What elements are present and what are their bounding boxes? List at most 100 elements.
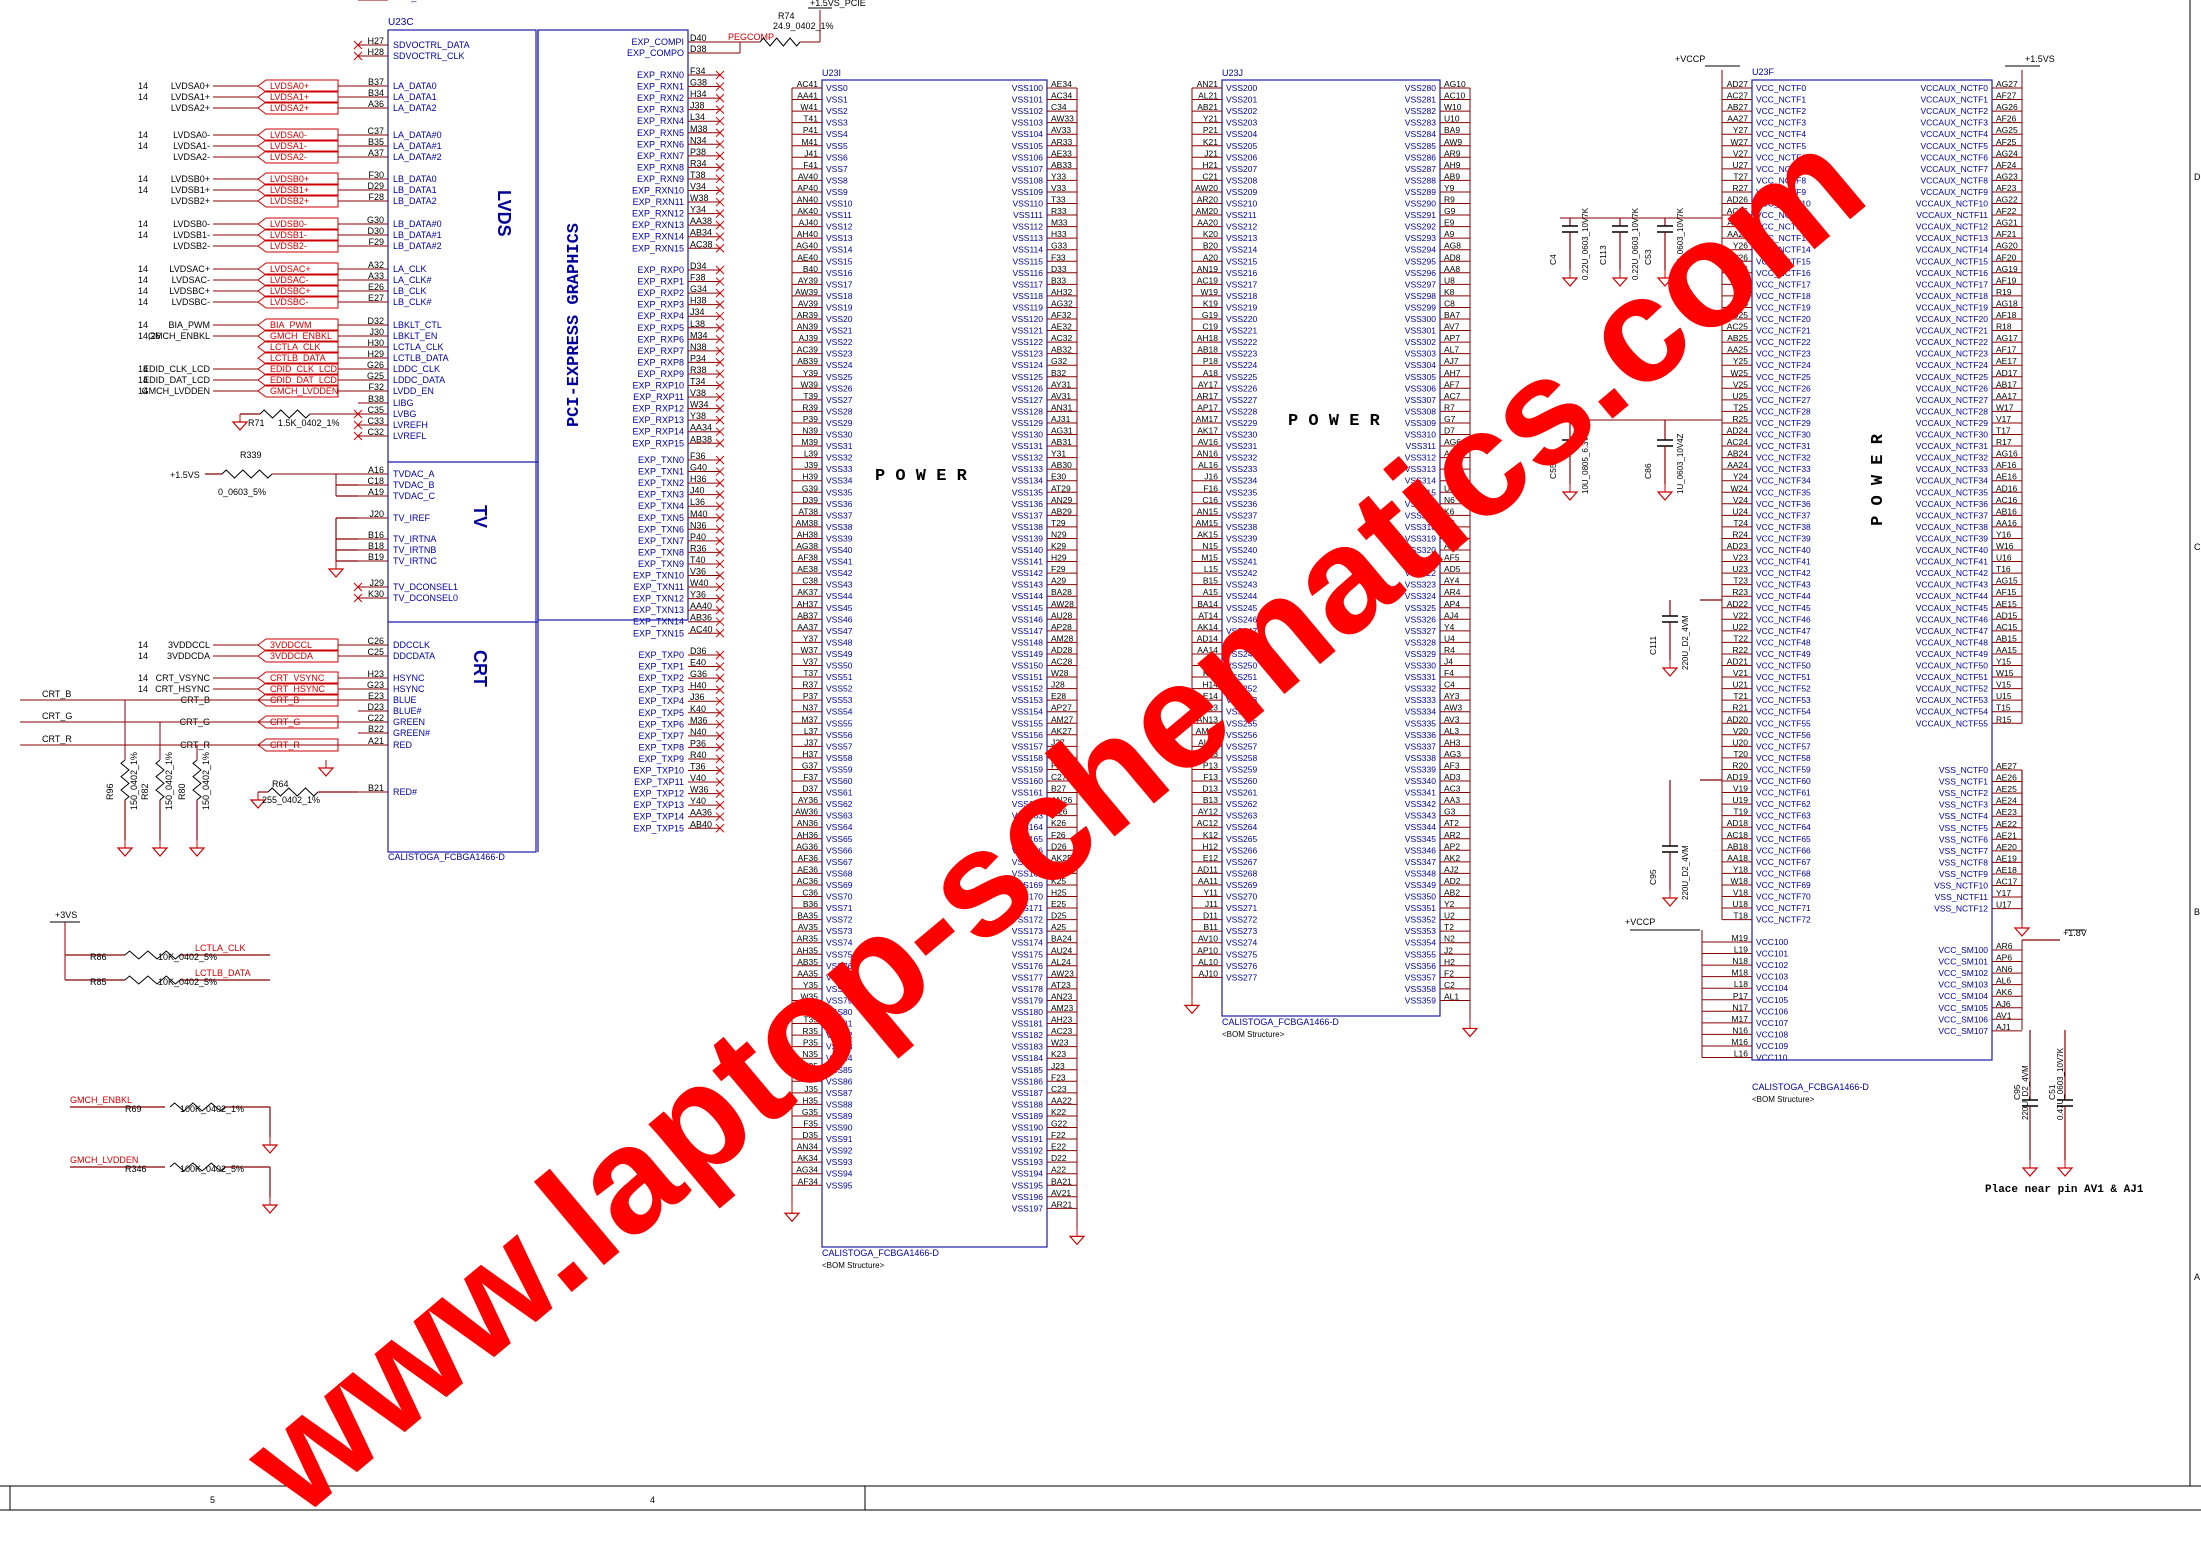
pin-number: AJ4 bbox=[1444, 610, 1459, 620]
pin-number: K20 bbox=[1203, 229, 1218, 239]
pin-number: AE16 bbox=[1996, 472, 2017, 482]
pin-number: AD2 bbox=[1444, 876, 1461, 886]
nc-mark bbox=[715, 427, 725, 437]
pin-number: AN40 bbox=[797, 195, 819, 205]
pin-name: VCC108 bbox=[1756, 1029, 1788, 1039]
pin-number: AN26 bbox=[1051, 795, 1073, 805]
pin-number: U18 bbox=[1732, 899, 1748, 909]
pin-number: B19 bbox=[368, 552, 384, 562]
pin-name: VSS_NCTF3 bbox=[1939, 800, 1988, 810]
sheet-ref: 14 bbox=[138, 264, 148, 274]
nc-mark bbox=[715, 311, 725, 321]
pin-name: VSS261 bbox=[1226, 788, 1257, 798]
pin-name: VSS260 bbox=[1226, 776, 1257, 786]
pin-name: VCCAUX_NCTF36 bbox=[1916, 499, 1989, 509]
pin-number: AK14 bbox=[1197, 622, 1218, 632]
pin-name: VCC_NCTF25 bbox=[1756, 372, 1811, 382]
pin-number: AA24 bbox=[1727, 460, 1748, 470]
pin-number: B34 bbox=[368, 88, 384, 98]
pin-name: VCC_SM104 bbox=[1938, 991, 1988, 1001]
pin-name: VSS5 bbox=[826, 141, 848, 151]
sheet-ref: 14 bbox=[138, 219, 148, 229]
pin-name: VCCAUX_NCTF28 bbox=[1916, 406, 1989, 416]
u23c-pcie-box bbox=[537, 29, 689, 621]
pin-number: AB30 bbox=[1051, 460, 1072, 470]
ground-icon bbox=[2056, 1167, 2074, 1177]
pin-number: AA16 bbox=[1996, 518, 2017, 528]
pin-number: F27 bbox=[1051, 760, 1066, 770]
pin-name: VSS202 bbox=[1226, 106, 1257, 116]
pin-number: AN29 bbox=[1051, 495, 1073, 505]
u23f-bom: <BOM Structure> bbox=[1752, 1095, 1815, 1104]
pin-number: AE24 bbox=[1996, 796, 2017, 806]
pin-name: VSS340 bbox=[1405, 776, 1436, 786]
pin-number: AE40 bbox=[797, 252, 818, 262]
pin-name: VSS192 bbox=[1012, 1146, 1043, 1156]
pin-name: LBKLT_CTL bbox=[393, 320, 442, 330]
nc-mark bbox=[715, 369, 725, 379]
pin-number: AW28 bbox=[1051, 599, 1074, 609]
sheet-ref: 14 bbox=[138, 320, 148, 330]
net-label: 3VDDCCL bbox=[270, 640, 312, 650]
nc-mark bbox=[715, 696, 725, 706]
pin-number: V33 bbox=[1051, 183, 1066, 193]
sheet-ref: 14 bbox=[138, 81, 148, 91]
pin-name: VSS55 bbox=[826, 718, 853, 728]
pin-name: EXP_TXN13 bbox=[633, 605, 684, 615]
pin-name: VSS117 bbox=[1012, 279, 1043, 289]
pin-name: VSS299 bbox=[1405, 302, 1436, 312]
pin-number: R39 bbox=[802, 402, 818, 412]
power-label-3vs: +3VS bbox=[55, 910, 77, 920]
pin-number: D38 bbox=[690, 44, 707, 54]
pin-number: AA18 bbox=[1727, 853, 1748, 863]
pin-number: L38 bbox=[690, 319, 705, 329]
pin-name: EXP_RXP6 bbox=[637, 334, 684, 344]
pin-number: F36 bbox=[690, 451, 706, 461]
pin-number: AC38 bbox=[690, 239, 713, 249]
pin-number: L19 bbox=[1734, 945, 1748, 955]
pin-number: J16 bbox=[1204, 472, 1218, 482]
pin-name: EXP_TXP15 bbox=[633, 823, 684, 833]
pin-name: EXP_TXP10 bbox=[633, 766, 684, 776]
pin-number: J41 bbox=[804, 148, 818, 158]
pin-name: VCC_NCTF30 bbox=[1756, 430, 1811, 440]
pin-number: D7 bbox=[1444, 426, 1455, 436]
pin-number: AE27 bbox=[1996, 761, 2017, 771]
pin-name: VSS10 bbox=[826, 199, 853, 209]
pin-number: L16 bbox=[1734, 1049, 1748, 1059]
pin-name: VCC_NCTF16 bbox=[1756, 268, 1811, 278]
pin-number: AR17 bbox=[1197, 391, 1219, 401]
pin-name: EXP_RXP7 bbox=[637, 346, 684, 356]
pin-name: VCC_NCTF38 bbox=[1756, 522, 1811, 532]
pin-name: VSS_NCTF9 bbox=[1939, 869, 1988, 879]
pin-name: VCCAUX_NCTF3 bbox=[1920, 118, 1988, 128]
ref-label: R86 bbox=[90, 952, 107, 962]
pin-name: VSS22 bbox=[826, 337, 853, 347]
pin-number: W28 bbox=[1051, 668, 1069, 678]
pin-name: CRT_IREF bbox=[393, 0, 437, 2]
pin-name: VSS176 bbox=[1012, 961, 1043, 971]
nc-mark bbox=[715, 582, 725, 592]
pin-number: AK15 bbox=[1197, 529, 1218, 539]
pin-number: T39 bbox=[803, 391, 818, 401]
pin-name: VSS203 bbox=[1226, 118, 1257, 128]
pin-name: VSS194 bbox=[1012, 1169, 1043, 1179]
pin-number: AC16 bbox=[1996, 495, 2018, 505]
pin-number: AD26 bbox=[1727, 195, 1749, 205]
sheet-ref: 14 bbox=[138, 673, 148, 683]
pin-name: LB_DATA#0 bbox=[393, 219, 442, 229]
pin-number: AB38 bbox=[690, 434, 712, 444]
pin-name: DDCDATA bbox=[393, 651, 435, 661]
pin-number: B15 bbox=[1203, 576, 1218, 586]
pin-number: Y18 bbox=[1733, 864, 1748, 874]
pin-name: VCC_NCTF64 bbox=[1756, 822, 1811, 832]
pin-number: H35 bbox=[802, 1095, 818, 1105]
pin-number: D32 bbox=[367, 316, 384, 326]
net-label: GMCH_ENBKL bbox=[70, 1095, 132, 1105]
pin-number: W24 bbox=[1731, 483, 1749, 493]
pin-name: VSS351 bbox=[1405, 903, 1436, 913]
pin-name: VCC_NCTF18 bbox=[1756, 291, 1811, 301]
pin-name: VSS177 bbox=[1012, 972, 1043, 982]
pin-name: EXP_RXP15 bbox=[632, 438, 684, 448]
pin-number: AD25 bbox=[1727, 310, 1749, 320]
